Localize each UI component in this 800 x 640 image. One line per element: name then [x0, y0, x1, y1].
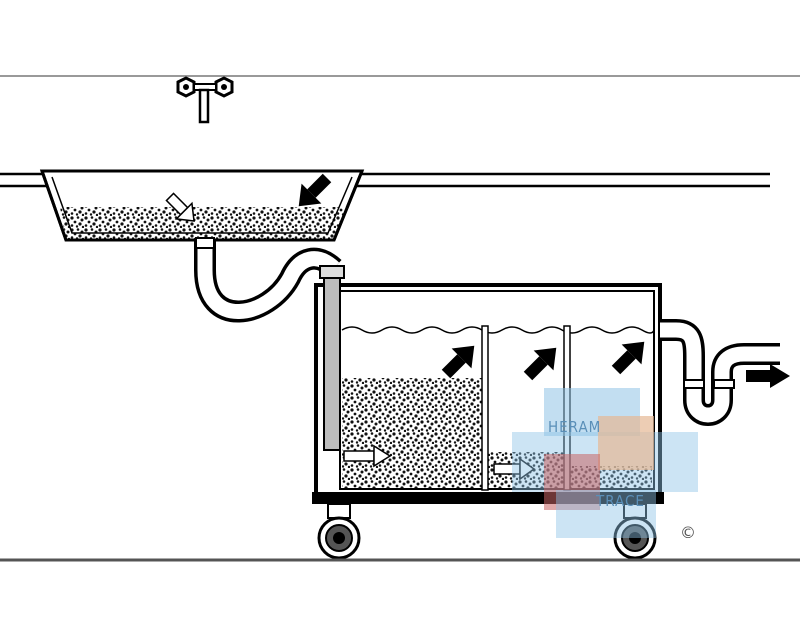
inlet-pipe [323, 269, 341, 451]
up-arrow-1 [441, 345, 475, 379]
wheel-right [613, 503, 657, 560]
sink-basin [39, 169, 365, 242]
watermark-text-1: HERAM [548, 418, 601, 436]
copyright-mark: © [680, 523, 696, 542]
up-arrow-2 [523, 347, 557, 381]
baffle-1 [481, 325, 489, 491]
sink-flow-arrow [165, 192, 195, 222]
sink-sediment [60, 207, 346, 240]
drain-hose [194, 237, 342, 323]
outflow-arrow [746, 364, 790, 388]
wheel-left [317, 503, 361, 560]
outlet-trap [660, 319, 780, 426]
wall-tap [176, 76, 234, 124]
watermark-text-2: TRACE [595, 492, 645, 510]
tap-spout [198, 88, 210, 124]
separator-tank [312, 265, 664, 504]
up-arrow-3 [611, 341, 645, 375]
water-surface [341, 326, 655, 334]
inflow-arrow [298, 173, 332, 207]
watermark-logo: HERAM TRACE © [512, 388, 698, 542]
sediment-chamber-1 [342, 378, 484, 488]
flow-arrow-2 [493, 457, 536, 481]
flow-arrow-1 [343, 444, 392, 468]
